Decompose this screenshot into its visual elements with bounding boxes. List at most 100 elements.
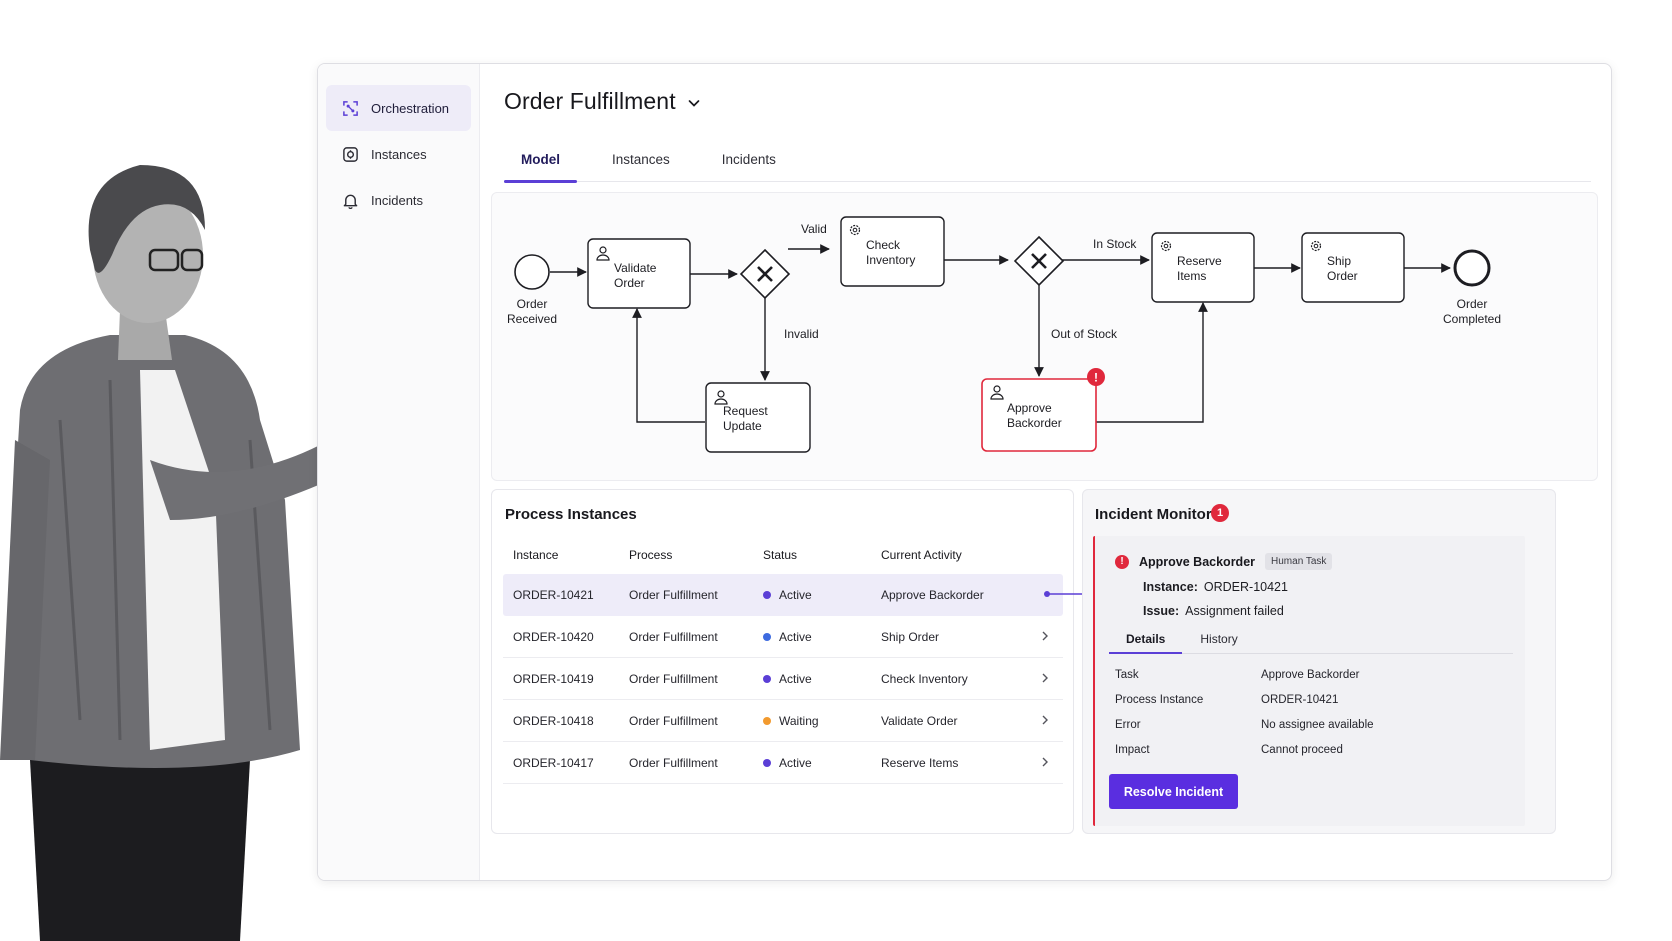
sidebar: Orchestration Instances Incidents xyxy=(318,64,480,880)
detail-key: Impact xyxy=(1115,744,1150,756)
resolve-incident-button[interactable]: Resolve Incident xyxy=(1109,774,1238,809)
detail-value: Approve Backorder xyxy=(1261,669,1360,681)
flow-label-invalid: Invalid xyxy=(784,327,819,341)
gear-icon xyxy=(849,224,861,236)
detail-value: ORDER-10421 xyxy=(1261,694,1339,706)
instance-value: ORDER-10421 xyxy=(1203,580,1288,594)
orchestration-icon xyxy=(343,100,358,116)
end-event[interactable] xyxy=(1453,249,1491,287)
detail-value: Cannot proceed xyxy=(1261,744,1343,756)
tab-instances[interactable]: Instances xyxy=(612,152,670,167)
issue-value: Assignment failed xyxy=(1185,604,1284,618)
bell-icon xyxy=(343,194,358,209)
status-dot-icon xyxy=(763,759,771,767)
page-title-selector[interactable]: Order Fulfillment xyxy=(504,88,702,115)
incident-instance: Instance: ORDER-10421 xyxy=(1143,580,1288,594)
process-name: Order Fulfillment xyxy=(629,630,718,644)
incident-header: ! Approve Backorder Human Task xyxy=(1115,553,1333,570)
detail-key: Task xyxy=(1115,669,1139,681)
user-icon xyxy=(596,246,610,261)
incident-issue: Issue: Assignment failed xyxy=(1143,604,1284,618)
table-row[interactable]: ORDER-10420 Order Fulfillment Active Ship O… xyxy=(503,616,1063,658)
table-row[interactable]: ORDER-10419 Order Fulfillment Active Check … xyxy=(503,658,1063,700)
tab-history[interactable]: History xyxy=(1200,632,1238,646)
incident-monitor-panel: Incident Monitor 1 ! Approve Backorder H… xyxy=(1082,489,1556,834)
instance-id: ORDER-10419 xyxy=(513,672,594,686)
gateway-inventory[interactable] xyxy=(1013,235,1065,287)
instance-id: ORDER-10421 xyxy=(513,588,594,602)
incident-card: ! Approve Backorder Human Task Instance:… xyxy=(1093,536,1525,826)
detail-value: No assignee available xyxy=(1261,719,1374,731)
column-header: Instance xyxy=(513,548,559,562)
status-label: Waiting xyxy=(779,714,819,728)
sidebar-item-instances[interactable]: Instances xyxy=(326,131,471,177)
tab-model[interactable]: Model xyxy=(504,144,577,183)
status-label: Active xyxy=(779,588,812,602)
status: Active xyxy=(763,630,812,644)
main-tabs: Model Instances Incidents xyxy=(504,144,1591,183)
start-event[interactable] xyxy=(514,254,550,290)
current-activity: Reserve Items xyxy=(881,756,959,770)
current-activity: Ship Order xyxy=(881,630,940,644)
instance-label: Instance: xyxy=(1143,580,1198,594)
detail-key: Error xyxy=(1115,719,1141,731)
status: Active xyxy=(763,588,812,602)
status-label: Active xyxy=(779,672,812,686)
chevron-down-icon xyxy=(688,99,700,107)
current-activity: Validate Order xyxy=(881,714,958,728)
column-header: Process xyxy=(629,548,673,562)
process-instances-panel: Process Instances Instance Process Statu… xyxy=(491,489,1093,834)
chevron-right-icon xyxy=(1042,631,1048,641)
page-title: Order Fulfillment xyxy=(504,88,676,114)
panel-title: Incident Monitor xyxy=(1095,506,1212,523)
instances-icon xyxy=(343,146,358,162)
sidebar-item-incidents[interactable]: Incidents xyxy=(326,177,471,223)
task-type-tag: Human Task xyxy=(1265,553,1333,570)
sidebar-item-label: Instances xyxy=(371,146,427,162)
user-icon xyxy=(714,390,728,405)
instance-id: ORDER-10420 xyxy=(513,630,594,644)
chevron-right-icon xyxy=(1042,757,1048,767)
flow-label-valid: Valid xyxy=(801,222,827,236)
incident-marker-icon xyxy=(1087,368,1105,386)
tab-incidents[interactable]: Incidents xyxy=(721,152,776,167)
status-dot-icon xyxy=(763,675,771,683)
current-activity: Check Inventory xyxy=(881,672,968,686)
status-dot-icon xyxy=(763,633,771,641)
detail-key: Process Instance xyxy=(1115,694,1204,706)
tab-details[interactable]: Details xyxy=(1109,630,1183,654)
process-name: Order Fulfillment xyxy=(629,672,718,686)
issue-label: Issue: xyxy=(1143,604,1180,618)
panel-title: Process Instances xyxy=(505,506,637,523)
incident-tabs: Details History xyxy=(1109,630,1513,654)
instance-id: ORDER-10418 xyxy=(513,714,594,728)
chevron-right-icon xyxy=(1042,673,1048,683)
status: Waiting xyxy=(763,714,819,728)
status-dot-icon xyxy=(763,717,771,725)
app-window: Orchestration Instances Incidents Order … xyxy=(317,63,1612,881)
sidebar-item-orchestration[interactable]: Orchestration xyxy=(326,85,471,131)
gateway-validation[interactable] xyxy=(739,248,791,300)
instance-id: ORDER-10417 xyxy=(513,756,594,770)
sidebar-item-label: Orchestration xyxy=(371,100,450,116)
table-header: Instance Process Status Current Activity xyxy=(503,548,1063,570)
status-label: Active xyxy=(779,756,812,770)
gear-icon xyxy=(1310,240,1322,252)
main-content: Order Fulfillment Model Instances Incide… xyxy=(481,64,1611,880)
